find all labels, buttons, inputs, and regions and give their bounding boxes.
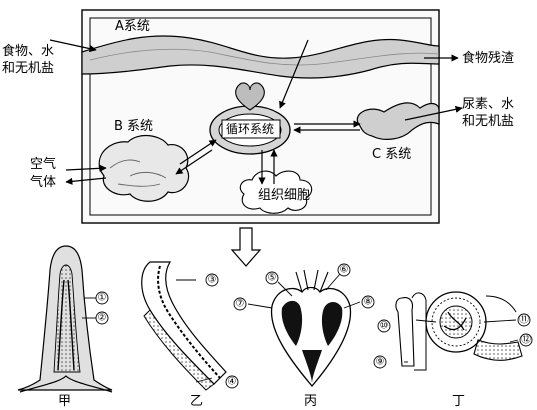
marker-9: ⑨ bbox=[373, 355, 387, 369]
svg-text:⑫: ⑫ bbox=[521, 334, 531, 346]
svg-text:⑩: ⑩ bbox=[380, 321, 389, 332]
label-air-in: 空气 bbox=[30, 156, 56, 172]
marker-1: ① bbox=[95, 291, 109, 305]
label-gas-out: 气体 bbox=[30, 174, 56, 190]
svg-text:①: ① bbox=[98, 293, 107, 304]
marker-8: ⑧ bbox=[361, 295, 375, 309]
svg-text:②: ② bbox=[98, 313, 107, 324]
marker-12: ⑫ bbox=[519, 334, 533, 347]
label-tissue-cells: 组织细胞 bbox=[258, 188, 310, 203]
svg-text:④: ④ bbox=[228, 377, 237, 388]
heart bbox=[235, 82, 265, 111]
label-system-a: A系统 bbox=[115, 19, 150, 34]
panel-yi-vessel bbox=[141, 261, 227, 391]
svg-text:⑦: ⑦ bbox=[236, 299, 245, 310]
digestive-tube bbox=[81, 35, 440, 79]
marker-7: ⑦ bbox=[233, 297, 247, 311]
urinary-organ bbox=[356, 102, 440, 140]
marker-5: ⑤ bbox=[265, 271, 279, 285]
caption-bing: 丙 bbox=[304, 394, 317, 409]
marker-4: ④ bbox=[225, 375, 239, 389]
marker-10: ⑩ bbox=[377, 319, 391, 333]
label-output-residue: 食物残渣 bbox=[462, 50, 514, 66]
label-output-urine-1: 尿素、水 bbox=[462, 97, 514, 112]
caption-ding: 丁 bbox=[452, 394, 465, 409]
caption-jia: 甲 bbox=[58, 394, 71, 409]
svg-text:⑪: ⑪ bbox=[519, 314, 529, 326]
label-input-food-2: 和无机盐 bbox=[2, 61, 54, 76]
marker-11: ⑪ bbox=[517, 314, 531, 327]
svg-text:⑥: ⑥ bbox=[340, 265, 349, 276]
label-output-urine-2: 和无机盐 bbox=[462, 114, 514, 129]
caption-yi: 乙 bbox=[190, 394, 203, 409]
svg-text:⑨: ⑨ bbox=[376, 357, 385, 368]
down-arrow bbox=[230, 227, 262, 267]
panel-bing-heart bbox=[247, 269, 361, 388]
marker-2: ② bbox=[95, 311, 109, 325]
svg-text:③: ③ bbox=[208, 275, 217, 286]
lungs bbox=[98, 135, 190, 202]
flow-arrows bbox=[49, 39, 463, 185]
panel-ding-nephron bbox=[395, 291, 523, 371]
circulation-box bbox=[221, 119, 281, 139]
tissue-cells-cloud bbox=[239, 170, 313, 214]
label-system-b: B 系统 bbox=[114, 119, 153, 134]
label-input-food-1: 食物、水 bbox=[2, 43, 54, 59]
label-circulation: 循环系统 bbox=[226, 122, 274, 136]
marker-3: ③ bbox=[205, 273, 219, 287]
label-system-c: C 系统 bbox=[372, 147, 411, 162]
svg-text:⑤: ⑤ bbox=[268, 273, 277, 284]
marker-6: ⑥ bbox=[337, 263, 351, 277]
svg-text:⑧: ⑧ bbox=[364, 297, 373, 308]
panel-jia-villus bbox=[17, 245, 113, 393]
